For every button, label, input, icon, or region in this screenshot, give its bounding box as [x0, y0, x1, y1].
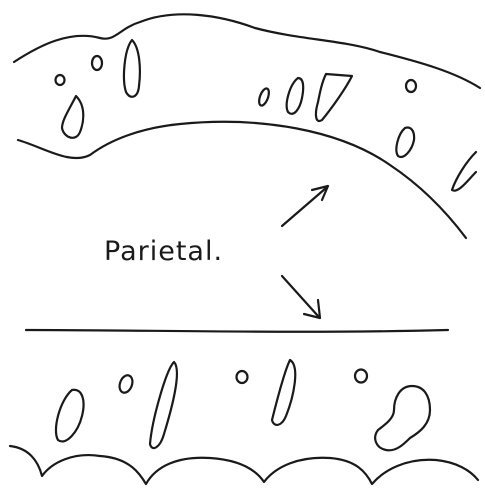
diagram-label: Parietal. [104, 236, 223, 267]
upper-pore-9 [396, 128, 414, 157]
arrow-up-shaft [282, 188, 326, 226]
lower-pore-2 [117, 373, 134, 394]
upper-pore-1 [56, 75, 65, 85]
lower-pore-7 [375, 386, 430, 450]
lower-pore-1 [56, 390, 84, 442]
upper-pore-5 [257, 87, 271, 107]
lower-pore-6 [355, 370, 367, 383]
lower-pore-3 [150, 362, 177, 448]
upper-pore-3 [124, 40, 140, 97]
upper-pore-2 [92, 56, 102, 70]
lower-inner-surface [26, 330, 448, 332]
upper-pore-6 [287, 78, 303, 114]
upper-pore-8 [406, 80, 416, 92]
lower-outer-surface [10, 446, 478, 484]
upper-pore-7 [316, 74, 352, 121]
lower-pore-4 [237, 371, 248, 383]
upper-pore-10 [452, 152, 476, 191]
upper-pore-4 [62, 96, 83, 138]
lower-pore-5 [272, 360, 295, 425]
upper-outer-surface [14, 14, 480, 88]
arrow-down-shaft [282, 276, 318, 316]
